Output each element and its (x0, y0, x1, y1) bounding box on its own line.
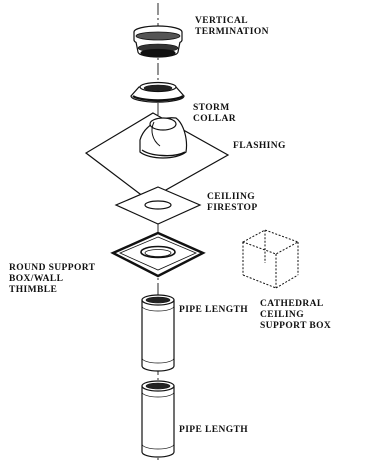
storm-collar-part (130, 81, 185, 103)
label-storm-collar: STORM COLLAR (193, 103, 237, 124)
flashing-part (84, 112, 230, 201)
cathedral-support-box-part (241, 229, 300, 289)
label-cathedral-support-box: CATHEDRAL CEILING SUPPORT BOX (260, 299, 332, 331)
round-support-box-part (110, 231, 206, 278)
vertical-termination-part (133, 25, 183, 58)
pipe-length-upper-part (141, 294, 175, 372)
label-pipe-length-lower: PIPE LENGTH (179, 425, 249, 435)
label-ceiling-firestop: CEILIING FIRESTOP (207, 192, 258, 213)
ceiling-firestop-part (114, 186, 202, 225)
label-vertical-termination: VERTICAL TERMINATION (195, 16, 269, 37)
pipe-length-lower-part (141, 380, 175, 458)
label-flashing: FLASHING (233, 141, 286, 151)
label-pipe-length-upper: PIPE LENGTH (179, 305, 249, 315)
label-round-support-box: ROUND SUPPORT BOX/WALL THIMBLE (9, 263, 96, 295)
